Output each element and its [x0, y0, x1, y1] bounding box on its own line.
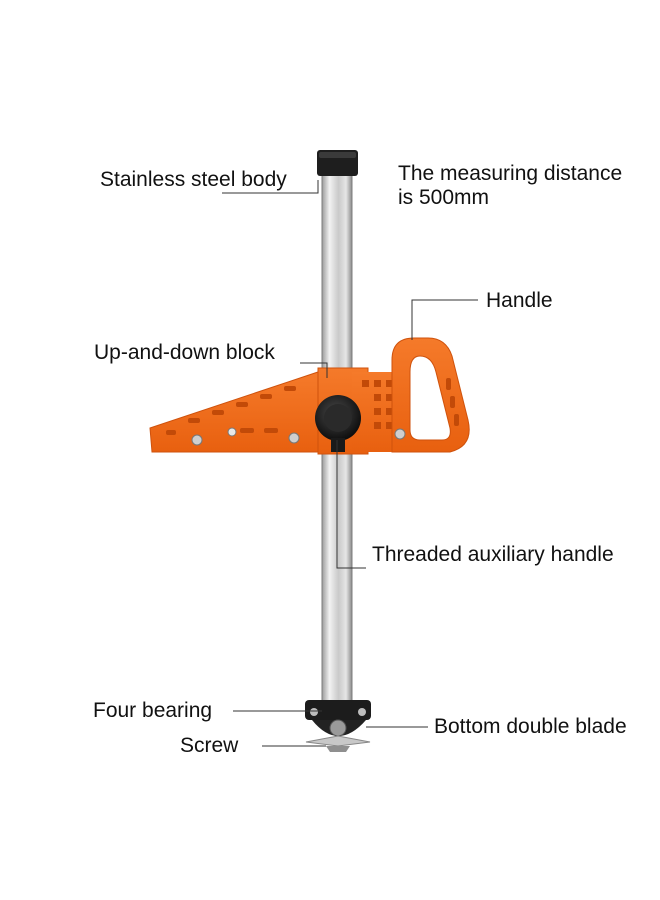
label-handle: Handle: [486, 289, 553, 312]
up-and-down-block: [149, 367, 398, 455]
screw-wingnut: [326, 746, 350, 752]
bottom-base: [305, 700, 371, 737]
arm-screws: [191, 427, 406, 446]
leader-lines: [222, 180, 478, 747]
measuring-distance-line-2: is 500mm: [398, 186, 490, 209]
measuring-distance-line-1: The measuring distance: [398, 162, 623, 185]
label-threaded-auxiliary-handle: Threaded auxiliary handle: [372, 543, 614, 566]
bottom-double-blade: [305, 735, 371, 747]
label-bottom-double-blade: Bottom double blade: [434, 715, 627, 738]
label-measuring-distance: The measuring distance is 500mm: [398, 162, 658, 210]
threaded-auxiliary-handle: [315, 395, 361, 452]
label-stainless-steel-body: Stainless steel body: [100, 168, 287, 191]
label-up-and-down-block: Up-and-down block: [94, 341, 275, 364]
label-four-bearing: Four bearing: [93, 699, 213, 722]
handle: [391, 337, 470, 453]
label-screw: Screw: [180, 734, 239, 757]
